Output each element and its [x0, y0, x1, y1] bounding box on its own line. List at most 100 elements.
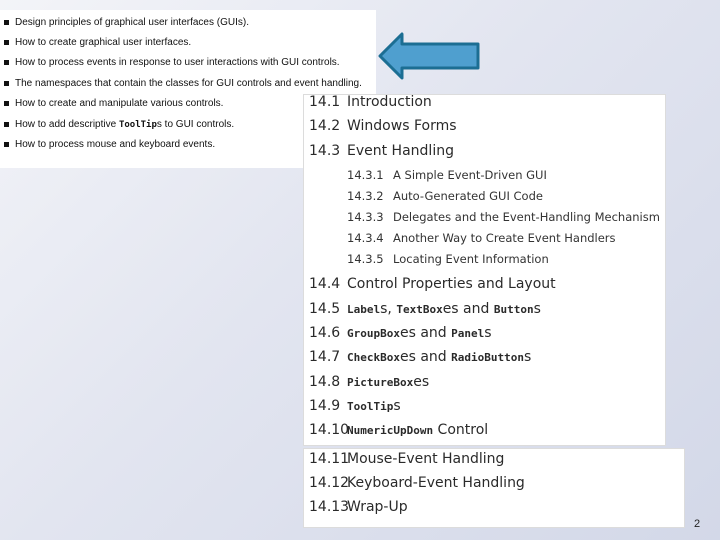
text-segment: s: [533, 301, 541, 317]
outline-section: 14.2 Windows Forms: [309, 118, 457, 134]
objective-item: How to process mouse and keyboard events…: [4, 134, 376, 154]
section-number: 14.3.1: [347, 168, 384, 182]
section-number: 14.12: [309, 475, 350, 491]
section-number: 14.13: [309, 499, 350, 515]
text-segment: Auto-Generated GUI Code: [393, 189, 543, 203]
text-segment: s: [484, 325, 492, 341]
objectives-box: Design principles of graphical user inte…: [0, 10, 376, 168]
section-number: 14.3: [309, 143, 341, 159]
section-title: GroupBoxes and Panels: [347, 325, 492, 341]
bullet-icon: [4, 142, 9, 148]
section-title: Windows Forms: [347, 118, 457, 134]
code-text: Label: [347, 303, 381, 316]
section-title: ToolTips: [347, 398, 401, 414]
section-number: 14.9: [309, 398, 341, 414]
outline-section: 14.8 PictureBoxes: [309, 374, 429, 390]
text-segment: Control Properties and Layout: [347, 276, 556, 292]
code-text: CheckBox: [347, 351, 400, 364]
objective-text: How to add descriptive ToolTips to GUI c…: [15, 119, 234, 130]
text-segment: Mouse-Event Handling: [347, 451, 505, 467]
text-segment: How to create and manipulate various con…: [15, 98, 224, 110]
section-number: 14.8: [309, 374, 341, 390]
text-segment: es: [413, 374, 430, 390]
section-title: A Simple Event-Driven GUI: [393, 168, 547, 182]
bullet-icon: [4, 101, 9, 107]
section-number: 14.3.3: [347, 210, 384, 224]
objective-item: Design principles of graphical user inte…: [4, 12, 376, 32]
code-text: NumericUpDown: [347, 424, 434, 437]
objective-text: Design principles of graphical user inte…: [15, 17, 249, 28]
section-title: Another Way to Create Event Handlers: [393, 231, 616, 245]
section-title: NumericUpDown Control: [347, 422, 488, 438]
objective-item: The namespaces that contain the classes …: [4, 73, 376, 93]
section-title: Labels, TextBoxes and Buttons: [347, 301, 541, 317]
section-title: Control Properties and Layout: [347, 276, 556, 292]
text-segment: Design principles of graphical user inte…: [15, 16, 249, 28]
text-segment: How to add descriptive: [15, 118, 119, 130]
section-title: CheckBoxes and RadioButtons: [347, 349, 531, 365]
section-title: Auto-Generated GUI Code: [393, 189, 543, 203]
code-text: PictureBox: [347, 376, 414, 389]
code-text: RadioButton: [451, 351, 524, 364]
code-text: Button: [493, 303, 534, 316]
section-title: Event Handling: [347, 143, 454, 159]
section-number: 14.11: [309, 451, 350, 467]
section-number: 14.5: [309, 301, 341, 317]
code-text: ToolTip: [347, 400, 394, 413]
text-segment: How to process mouse and keyboard events…: [15, 139, 216, 151]
bullet-icon: [4, 80, 9, 86]
outline-subsection: 14.3.1 A Simple Event-Driven GUI: [347, 168, 547, 182]
outline-section: 14.3 Event Handling: [309, 143, 454, 159]
objective-item: How to process events in response to use…: [4, 53, 376, 73]
outline-subsection: 14.3.3 Delegates and the Event-Handling M…: [347, 210, 660, 224]
objective-item: How to create and manipulate various con…: [4, 94, 376, 114]
section-number: 14.1: [309, 94, 341, 110]
text-segment: s to GUI controls.: [156, 118, 235, 130]
text-segment: Keyboard-Event Handling: [347, 475, 525, 491]
text-segment: How to process events in response to use…: [15, 57, 340, 69]
text-segment: s: [524, 349, 532, 365]
section-number: 14.6: [309, 325, 341, 341]
text-segment: How to create graphical user interfaces.: [15, 37, 192, 49]
bullet-icon: [4, 19, 9, 25]
section-title: Keyboard-Event Handling: [347, 475, 525, 491]
code-text: GroupBox: [347, 327, 400, 340]
objective-item: How to add descriptive ToolTips to GUI c…: [4, 114, 376, 134]
bullet-icon: [4, 60, 9, 66]
left-arrow-icon: [378, 32, 480, 80]
objective-text: How to create graphical user interfaces.: [15, 37, 191, 48]
outline-section: 14.7 CheckBoxes and RadioButtons: [309, 349, 531, 365]
text-segment: Another Way to Create Event Handlers: [393, 231, 616, 245]
bullet-icon: [4, 40, 9, 46]
section-title: Wrap-Up: [347, 499, 408, 515]
text-segment: The namespaces that contain the classes …: [15, 77, 362, 89]
text-segment: Locating Event Information: [393, 252, 549, 266]
code-text: ToolTip: [118, 119, 157, 130]
objective-text: How to process events in response to use…: [15, 57, 340, 68]
text-segment: es and: [399, 349, 452, 365]
objective-text: The namespaces that contain the classes …: [15, 78, 362, 89]
text-segment: Delegates and the Event-Handling Mechani…: [393, 210, 660, 224]
text-segment: es and: [399, 325, 452, 341]
section-number: 14.10: [309, 422, 350, 438]
section-title: PictureBoxes: [347, 374, 429, 390]
outline-section: 14.4 Control Properties and Layout: [309, 276, 556, 292]
bullet-icon: [4, 121, 9, 127]
section-number: 14.7: [309, 349, 341, 365]
outline-section: 14.9 ToolTips: [309, 398, 401, 414]
section-title: Mouse-Event Handling: [347, 451, 504, 467]
text-segment: s,: [380, 301, 397, 317]
section-number: 14.3.5: [347, 252, 384, 266]
section-number: 14.2: [309, 118, 341, 134]
text-segment: Control: [433, 422, 489, 438]
section-number: 14.4: [309, 276, 341, 292]
page-number: 2: [694, 518, 701, 530]
